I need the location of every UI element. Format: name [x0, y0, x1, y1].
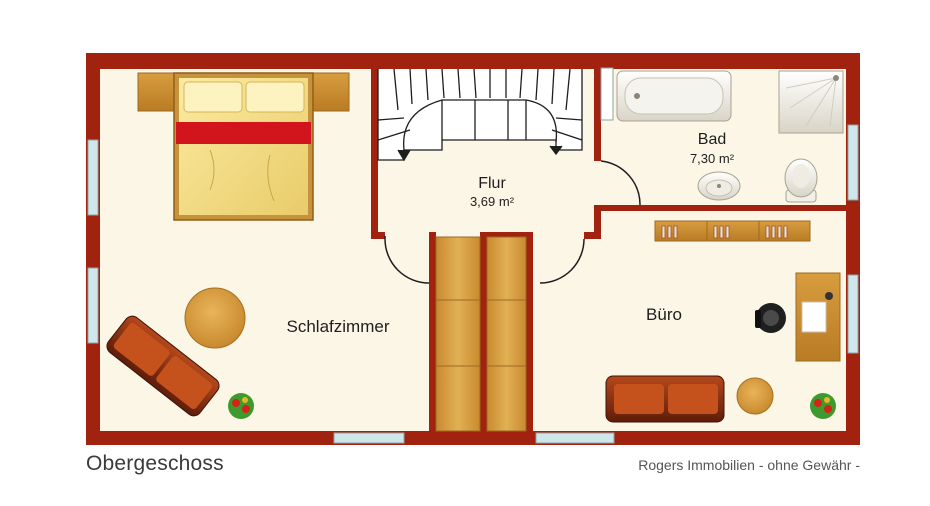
sofa-office — [605, 375, 725, 423]
wardrobe — [435, 236, 527, 432]
room-label-buero: Büro — [646, 305, 682, 324]
floor-title: Obergeschoss — [86, 452, 224, 475]
bed — [137, 72, 350, 221]
plant-office — [810, 393, 836, 419]
office-shelf — [654, 220, 811, 242]
toilet — [784, 158, 818, 203]
office-chair — [755, 303, 786, 333]
desk — [795, 272, 841, 362]
plant-bedroom — [228, 393, 254, 419]
shower — [778, 70, 844, 134]
sofa-bedroom — [106, 315, 220, 417]
room-label-bad: Bad — [698, 131, 726, 148]
bathtub — [616, 70, 732, 122]
room-area-bad: 7,30 m² — [690, 151, 735, 166]
interior-walls — [371, 69, 846, 431]
disclaimer: Rogers Immobilien - ohne Gewähr - — [638, 457, 860, 473]
doors — [384, 160, 641, 284]
room-label-flur: Flur — [478, 175, 506, 192]
room-label-schlafzimmer: Schlafzimmer — [287, 317, 390, 336]
staircase — [377, 68, 583, 162]
windows — [87, 67, 859, 444]
round-table-bedroom — [184, 287, 246, 349]
room-area-flur: 3,69 m² — [470, 194, 515, 209]
sink — [697, 171, 741, 201]
round-table-office — [736, 377, 774, 415]
